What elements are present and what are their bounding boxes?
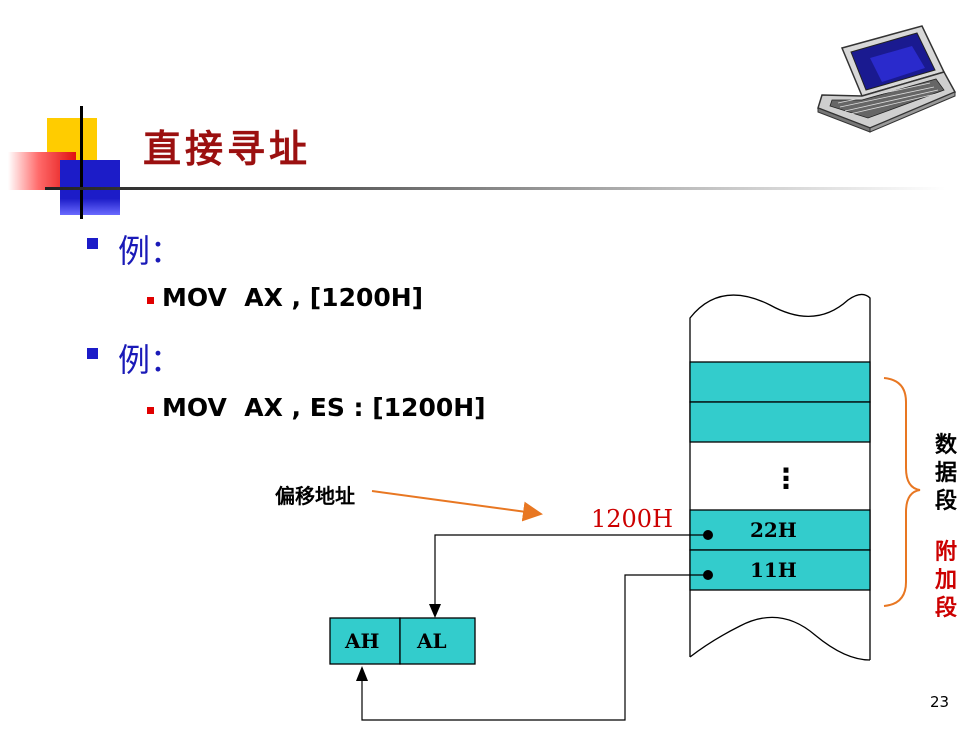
code-line-2: MOV AX , ES : [1200H] [162,393,486,422]
arrowhead-down [429,604,441,618]
register-label-ah: AH [345,629,380,653]
extra-segment-label: 附 加 段 [935,540,958,621]
sub-bullet-marker [147,297,154,304]
register-al [399,617,476,665]
slide-title: 直接寻址 [143,126,312,171]
memory-column-top [689,293,871,360]
connector-22h-to-al [434,534,708,605]
memory-value-11h: 11H [750,558,797,582]
segment-brace [883,377,921,607]
data-segment-label: 数 据 段 [935,433,958,514]
offset-address-label: 偏移地址 [275,484,355,508]
connector-11h-to-ah [361,574,708,721]
offset-arrow [371,490,543,522]
memory-value-22h: 22H [750,518,797,542]
sub-bullet-marker [147,407,154,414]
bullet-marker [87,238,98,249]
register-ah [329,617,401,665]
memory-cell-empty [689,401,871,443]
ellipsis-marker: ⋮ [772,462,800,495]
arrowhead-up [356,666,368,681]
title-vertical-line [80,106,83,219]
bullet-label-2: 例： [118,341,183,379]
memory-cell-empty [689,361,871,403]
bullet-marker [87,348,98,359]
code-line-1: MOV AX , [1200H] [162,283,424,312]
bullet-label-1: 例： [118,232,183,270]
memory-column-bottom [689,616,871,661]
page-number: 23 [930,693,950,711]
address-label: 1200H [591,505,674,533]
memory-cell-11h [689,549,871,591]
register-label-al: AL [417,629,447,653]
title-underline [45,187,945,190]
